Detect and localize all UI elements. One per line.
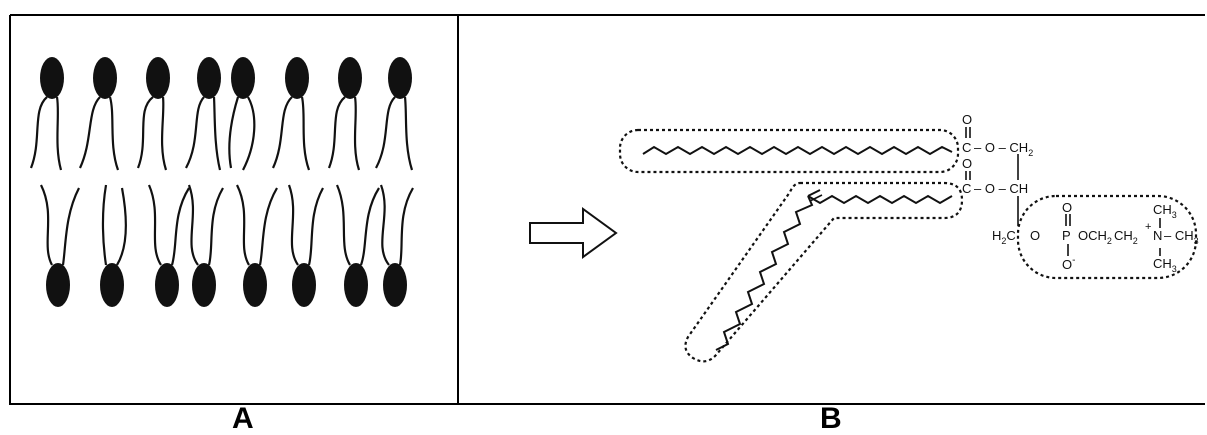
phospholipid-lower <box>187 184 224 307</box>
fatty-tail <box>272 96 293 169</box>
lower-leaflet <box>40 184 414 307</box>
fatty-tail <box>185 96 205 169</box>
phospholipid-lower <box>100 184 128 307</box>
methyl-top: CH3 <box>1153 202 1177 220</box>
methyl-bottom: CH3 <box>1153 256 1177 274</box>
phospholipid-lower <box>40 184 80 307</box>
double-bond-line <box>809 194 823 202</box>
polar-head <box>46 263 70 307</box>
fatty-tail <box>307 187 324 266</box>
positive-charge: + <box>1145 221 1151 233</box>
phospholipid-lower <box>379 184 414 307</box>
phosphorus-atom: P <box>1062 228 1071 243</box>
polar-head <box>146 57 170 99</box>
och2-group: OCH2 <box>1078 228 1112 246</box>
fatty-tail <box>242 96 256 171</box>
carbonyl-mid-carbon: C <box>962 181 971 196</box>
ester-mid-group: – O – CH <box>974 181 1028 196</box>
molecule-labels: O C – O – CH2 O C – O – CH H2C O P O O- … <box>962 112 1199 274</box>
unsaturated-chain-horizontal <box>807 194 953 205</box>
saturated-tail-outline <box>618 128 960 174</box>
carbonyl-mid-oxygen: O <box>962 156 972 171</box>
fatty-tail <box>375 96 396 169</box>
carbonyl-top-oxygen: O <box>962 112 972 127</box>
ch2-group: CH2 <box>1114 228 1138 246</box>
phospholipid-upper <box>29 57 64 171</box>
fatty-tail <box>29 96 48 169</box>
phosphate-oxygen-top: O <box>1062 200 1072 215</box>
fatty-tail <box>398 187 414 266</box>
fatty-tail <box>101 184 108 266</box>
fatty-tail <box>187 184 199 266</box>
phospholipid-upper <box>185 57 222 171</box>
polar-head <box>231 57 255 99</box>
polar-head <box>93 57 117 99</box>
phospholipid-lower <box>335 184 380 307</box>
fatty-tail <box>170 187 190 266</box>
polar-head <box>388 57 412 99</box>
fatty-tail <box>379 184 390 266</box>
polar-head <box>155 263 179 307</box>
fatty-tail <box>287 184 299 266</box>
polar-head <box>40 57 64 99</box>
cis-double-bond <box>807 189 821 197</box>
phosphate-oxygen-bottom: O- <box>1062 255 1075 272</box>
unsaturated-tail-outline <box>684 181 964 363</box>
fatty-tail <box>108 96 120 171</box>
phospholipid-upper <box>79 57 120 171</box>
fatty-tail <box>403 96 414 171</box>
lipid-bilayer <box>29 57 414 307</box>
panel-a-label: A <box>232 402 254 435</box>
fatty-tail <box>61 187 80 266</box>
fatty-tail <box>228 96 240 169</box>
fatty-tail <box>335 184 351 266</box>
unsaturated-chain-diagonal <box>715 195 814 351</box>
fatty-tail <box>55 96 63 171</box>
fatty-tail <box>161 96 168 171</box>
fatty-tail <box>300 96 311 171</box>
panel-a-frame <box>9 14 1205 405</box>
panel-b-label: B <box>820 402 842 435</box>
upper-leaflet <box>29 57 414 171</box>
polar-head <box>100 263 124 307</box>
nitrogen-atom: N <box>1153 228 1162 243</box>
carbonyl-top-carbon: C <box>962 140 971 155</box>
phosphate-bridging-oxygen: O <box>1030 228 1040 243</box>
polar-head <box>383 263 407 307</box>
hollow-arrow-icon <box>529 207 618 259</box>
polar-head <box>197 57 221 99</box>
fatty-tail <box>258 187 278 266</box>
fatty-tail <box>79 96 101 169</box>
phospholipid-upper <box>327 57 362 171</box>
phospholipid-upper <box>228 57 256 171</box>
phospholipid-upper <box>136 57 170 171</box>
fatty-tail <box>359 187 380 266</box>
saturated-fatty-acid-chain <box>642 145 953 156</box>
fatty-tail <box>147 184 162 266</box>
polar-head <box>292 263 316 307</box>
fatty-tail <box>116 187 128 266</box>
polar-head <box>344 263 368 307</box>
polar-head <box>285 57 309 99</box>
phospholipid-lower <box>236 184 278 307</box>
phospholipid-upper <box>272 57 311 171</box>
methyl-right: – CH3 <box>1164 228 1199 246</box>
polar-head <box>192 263 216 307</box>
polar-head <box>243 263 267 307</box>
phospholipid-upper <box>375 57 414 171</box>
phospholipid-lower <box>147 184 190 307</box>
fatty-tail <box>207 187 224 266</box>
polar-head <box>338 57 362 99</box>
fatty-tail <box>40 184 53 266</box>
phospholipid-lower <box>287 184 324 307</box>
fatty-tail <box>353 96 361 171</box>
fatty-tail <box>236 184 250 266</box>
ester-top-group: – O – CH2 <box>974 140 1033 158</box>
choline-headgroup-outline <box>1016 194 1198 280</box>
h2c-group: H2C <box>992 228 1016 246</box>
fatty-tail <box>136 96 154 169</box>
fatty-tail <box>212 96 222 171</box>
fatty-tail <box>327 96 346 169</box>
